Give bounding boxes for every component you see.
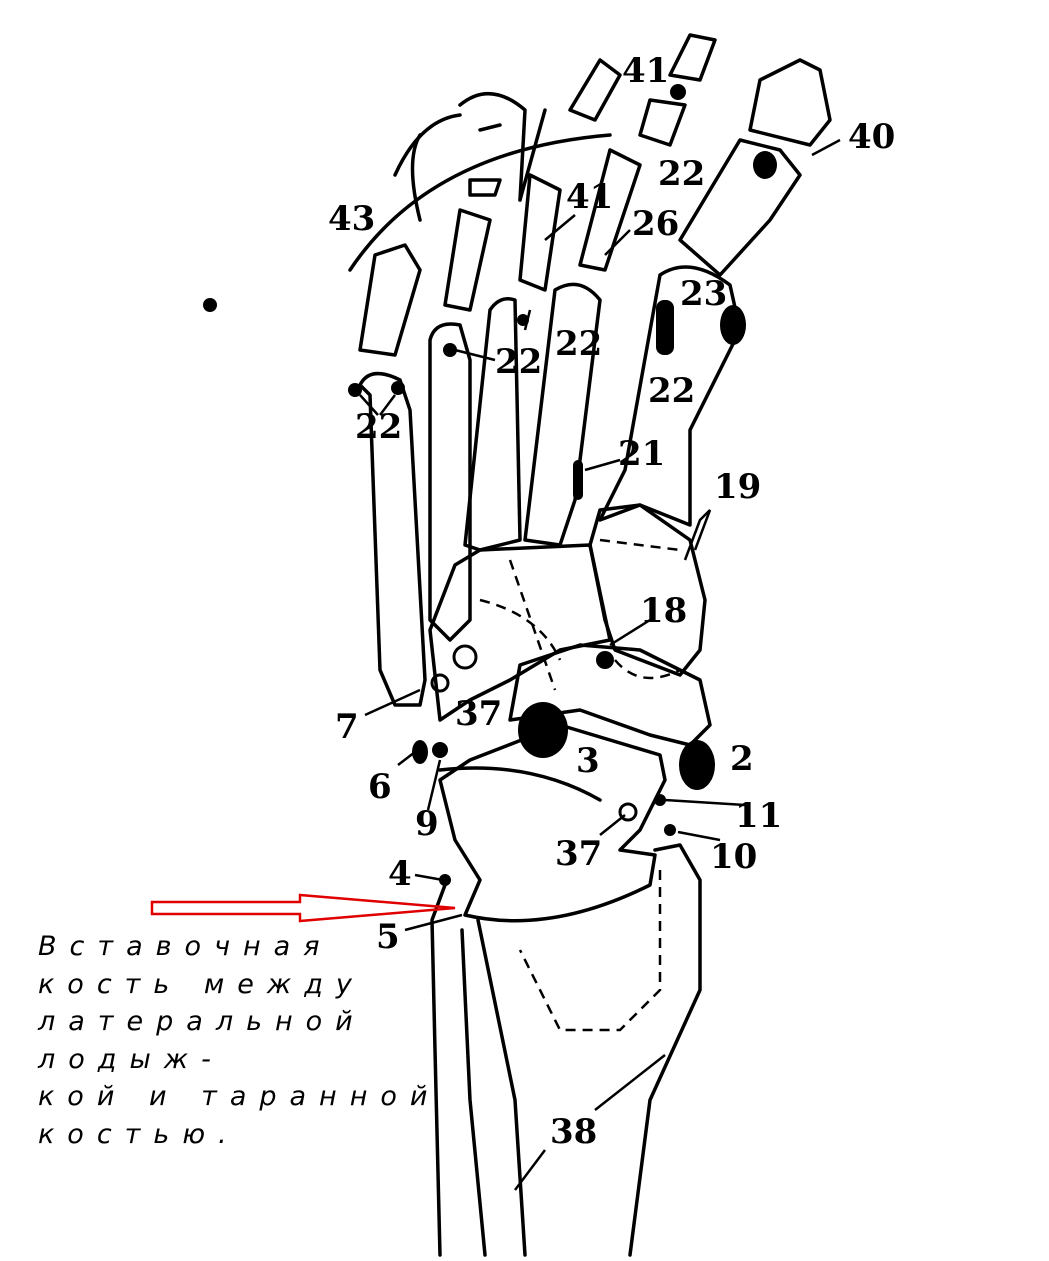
label-22: 22	[648, 371, 695, 411]
label-6: 6	[368, 767, 392, 807]
caption: Вставочная кость между латеральной лодыж-ко…	[38, 928, 440, 1153]
label-21: 21	[618, 434, 665, 474]
label-11: 11	[735, 796, 782, 836]
label-37: 37	[455, 694, 502, 734]
red-arrow	[150, 893, 456, 923]
caption-line: Вставочная	[38, 931, 333, 962]
label-3: 3	[576, 741, 600, 781]
label-2: 2	[730, 739, 754, 779]
label-41: 41	[622, 51, 669, 91]
caption-line: кость между	[38, 968, 365, 1000]
label-5: 5	[376, 917, 400, 957]
label-4: 4	[388, 854, 412, 894]
label-37: 37	[555, 834, 602, 874]
caption-line: кой и таранной	[38, 1081, 441, 1112]
leader-lines	[359, 138, 841, 1191]
label-43: 43	[328, 199, 375, 239]
label-22: 22	[658, 154, 705, 194]
label-numbers: 41 40 22 43 41 26 23 22 22 22 22 21 19 1…	[328, 51, 895, 1152]
label-22: 22	[555, 324, 602, 364]
label-41: 41	[566, 177, 613, 217]
label-40: 40	[848, 117, 895, 157]
label-22: 22	[495, 342, 542, 382]
caption-line: латеральной	[38, 1006, 366, 1037]
label-7: 7	[335, 707, 359, 747]
label-9: 9	[415, 804, 439, 844]
label-18: 18	[640, 591, 687, 631]
bone-outlines	[348, 33, 832, 1257]
label-19: 19	[714, 467, 761, 507]
label-38: 38	[550, 1112, 597, 1152]
label-22: 22	[355, 407, 402, 447]
caption-line: лодыж-	[38, 1043, 224, 1075]
label-26: 26	[632, 204, 679, 244]
label-10: 10	[710, 837, 757, 877]
label-23: 23	[680, 274, 727, 314]
caption-line: костью.	[38, 1118, 240, 1150]
marked-points	[203, 84, 777, 886]
